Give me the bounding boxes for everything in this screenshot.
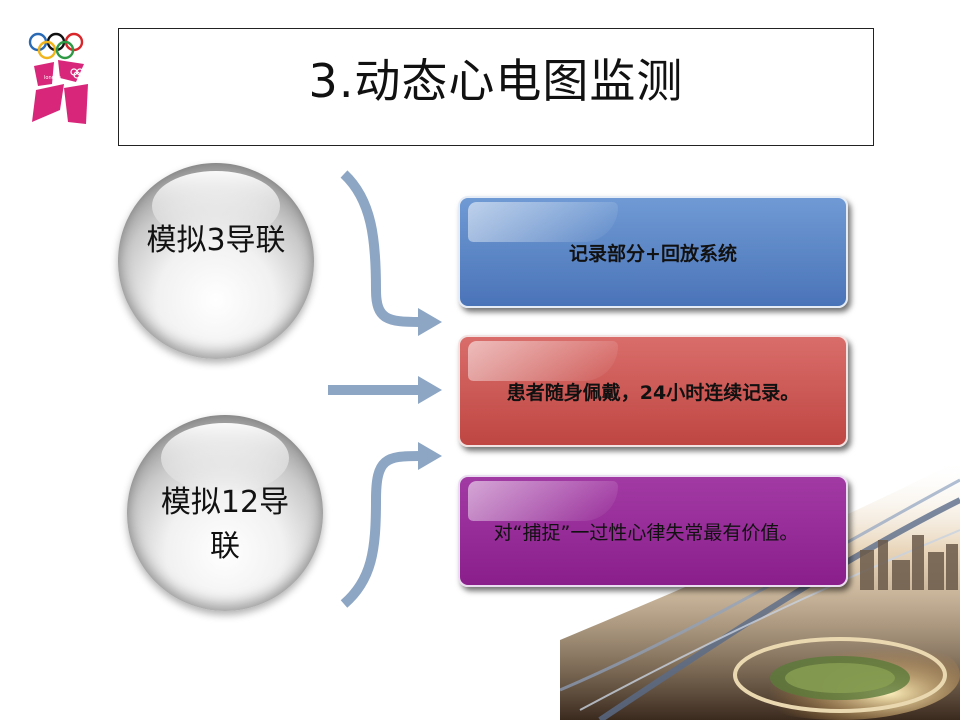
sphere-12-lead-label-line2: 联 <box>210 529 240 564</box>
olympic-rings-icon <box>28 32 84 60</box>
arrhythmia-capture-box: 对“捕捉”一过性心律失常最有价值。 <box>458 475 848 587</box>
arrow-head-icon <box>418 376 442 404</box>
title-box: 3.动态心电图监测 <box>118 28 874 146</box>
wear-24h-box: 患者随身佩戴，24小时连续记录。 <box>458 335 848 447</box>
sphere-3-lead-label: 模拟3导联 <box>146 223 286 258</box>
arrows-group <box>328 170 442 608</box>
recording-system-box: 记录部分+回放系统 <box>458 196 848 308</box>
recording-system-text: 记录部分+回放系统 <box>569 242 737 265</box>
arrow-curved-down-icon <box>340 170 421 327</box>
arrhythmia-capture-text: 对“捕捉”一过性心律失常最有价值。 <box>493 521 799 544</box>
page-title: 3.动态心电图监测 <box>308 54 684 108</box>
arrow-head-icon <box>418 308 442 336</box>
london-2012-logo-icon: london <box>28 32 88 124</box>
stadium-background-image <box>560 460 960 720</box>
arrow-head-icon <box>418 442 442 470</box>
wear-24h-text: 患者随身佩戴，24小时连续记录。 <box>506 381 800 404</box>
logo-text: london <box>44 75 61 81</box>
sphere-12-lead: 模拟12导 联 <box>127 415 323 611</box>
arrow-curved-up-icon <box>340 451 421 608</box>
sphere-12-lead-label-line1: 模拟12导 <box>160 485 290 520</box>
sphere-3-lead: 模拟3导联 <box>118 163 314 359</box>
